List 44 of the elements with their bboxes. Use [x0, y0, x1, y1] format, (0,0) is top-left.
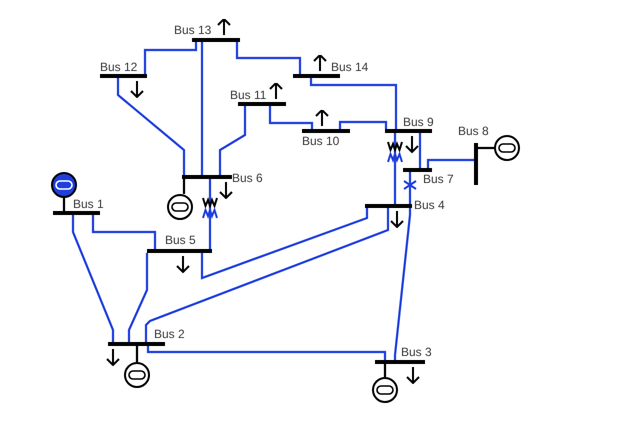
bus-label: Bus 4 — [414, 198, 445, 212]
transmission-line — [310, 78, 398, 129]
transmission-line — [128, 253, 148, 342]
transmission-line — [144, 208, 390, 342]
generator-symbol — [166, 193, 194, 221]
transmission-line — [394, 133, 396, 204]
transmission-line — [146, 346, 386, 360]
bus-label: Bus 3 — [401, 345, 432, 359]
transmission-line — [418, 133, 422, 168]
bus-label: Bus 1 — [73, 197, 104, 211]
transmission-line — [408, 172, 412, 204]
transmission-line — [116, 78, 186, 175]
connection-line — [384, 364, 386, 377]
connection-line — [136, 346, 138, 362]
bus-label: Bus 10 — [302, 134, 340, 148]
transmission-line — [218, 106, 246, 175]
transmission-line — [236, 42, 302, 74]
transmission-line — [338, 120, 388, 129]
bus-label: Bus 5 — [165, 233, 196, 247]
bus-label: Bus 11 — [230, 88, 266, 102]
bus-label: Bus 9 — [403, 115, 434, 129]
generator-symbol — [123, 361, 151, 389]
bus-label: Bus 7 — [423, 172, 454, 186]
connection-line — [478, 146, 494, 150]
generator-symbol — [493, 134, 521, 162]
transmission-line — [394, 208, 412, 360]
bus-label: Bus 14 — [331, 60, 368, 74]
bus-label: Bus 2 — [154, 327, 185, 341]
bus-label: Bus 12 — [100, 60, 138, 74]
transmission-line — [268, 106, 314, 129]
transmission-line — [208, 179, 212, 249]
connection-line — [182, 179, 186, 194]
bus-label: Bus 8 — [458, 124, 489, 138]
transmission-line — [92, 215, 156, 249]
connection-line — [62, 198, 66, 211]
bus-label: Bus 6 — [232, 171, 263, 185]
generator-symbol — [371, 376, 399, 404]
transmission-line — [72, 215, 114, 342]
generator-symbol — [50, 171, 78, 199]
transmission-line — [426, 158, 474, 168]
transmission-line — [200, 42, 204, 175]
bus-label: Bus 13 — [174, 23, 212, 37]
transmission-line — [200, 208, 368, 280]
transmission-line — [144, 42, 198, 74]
